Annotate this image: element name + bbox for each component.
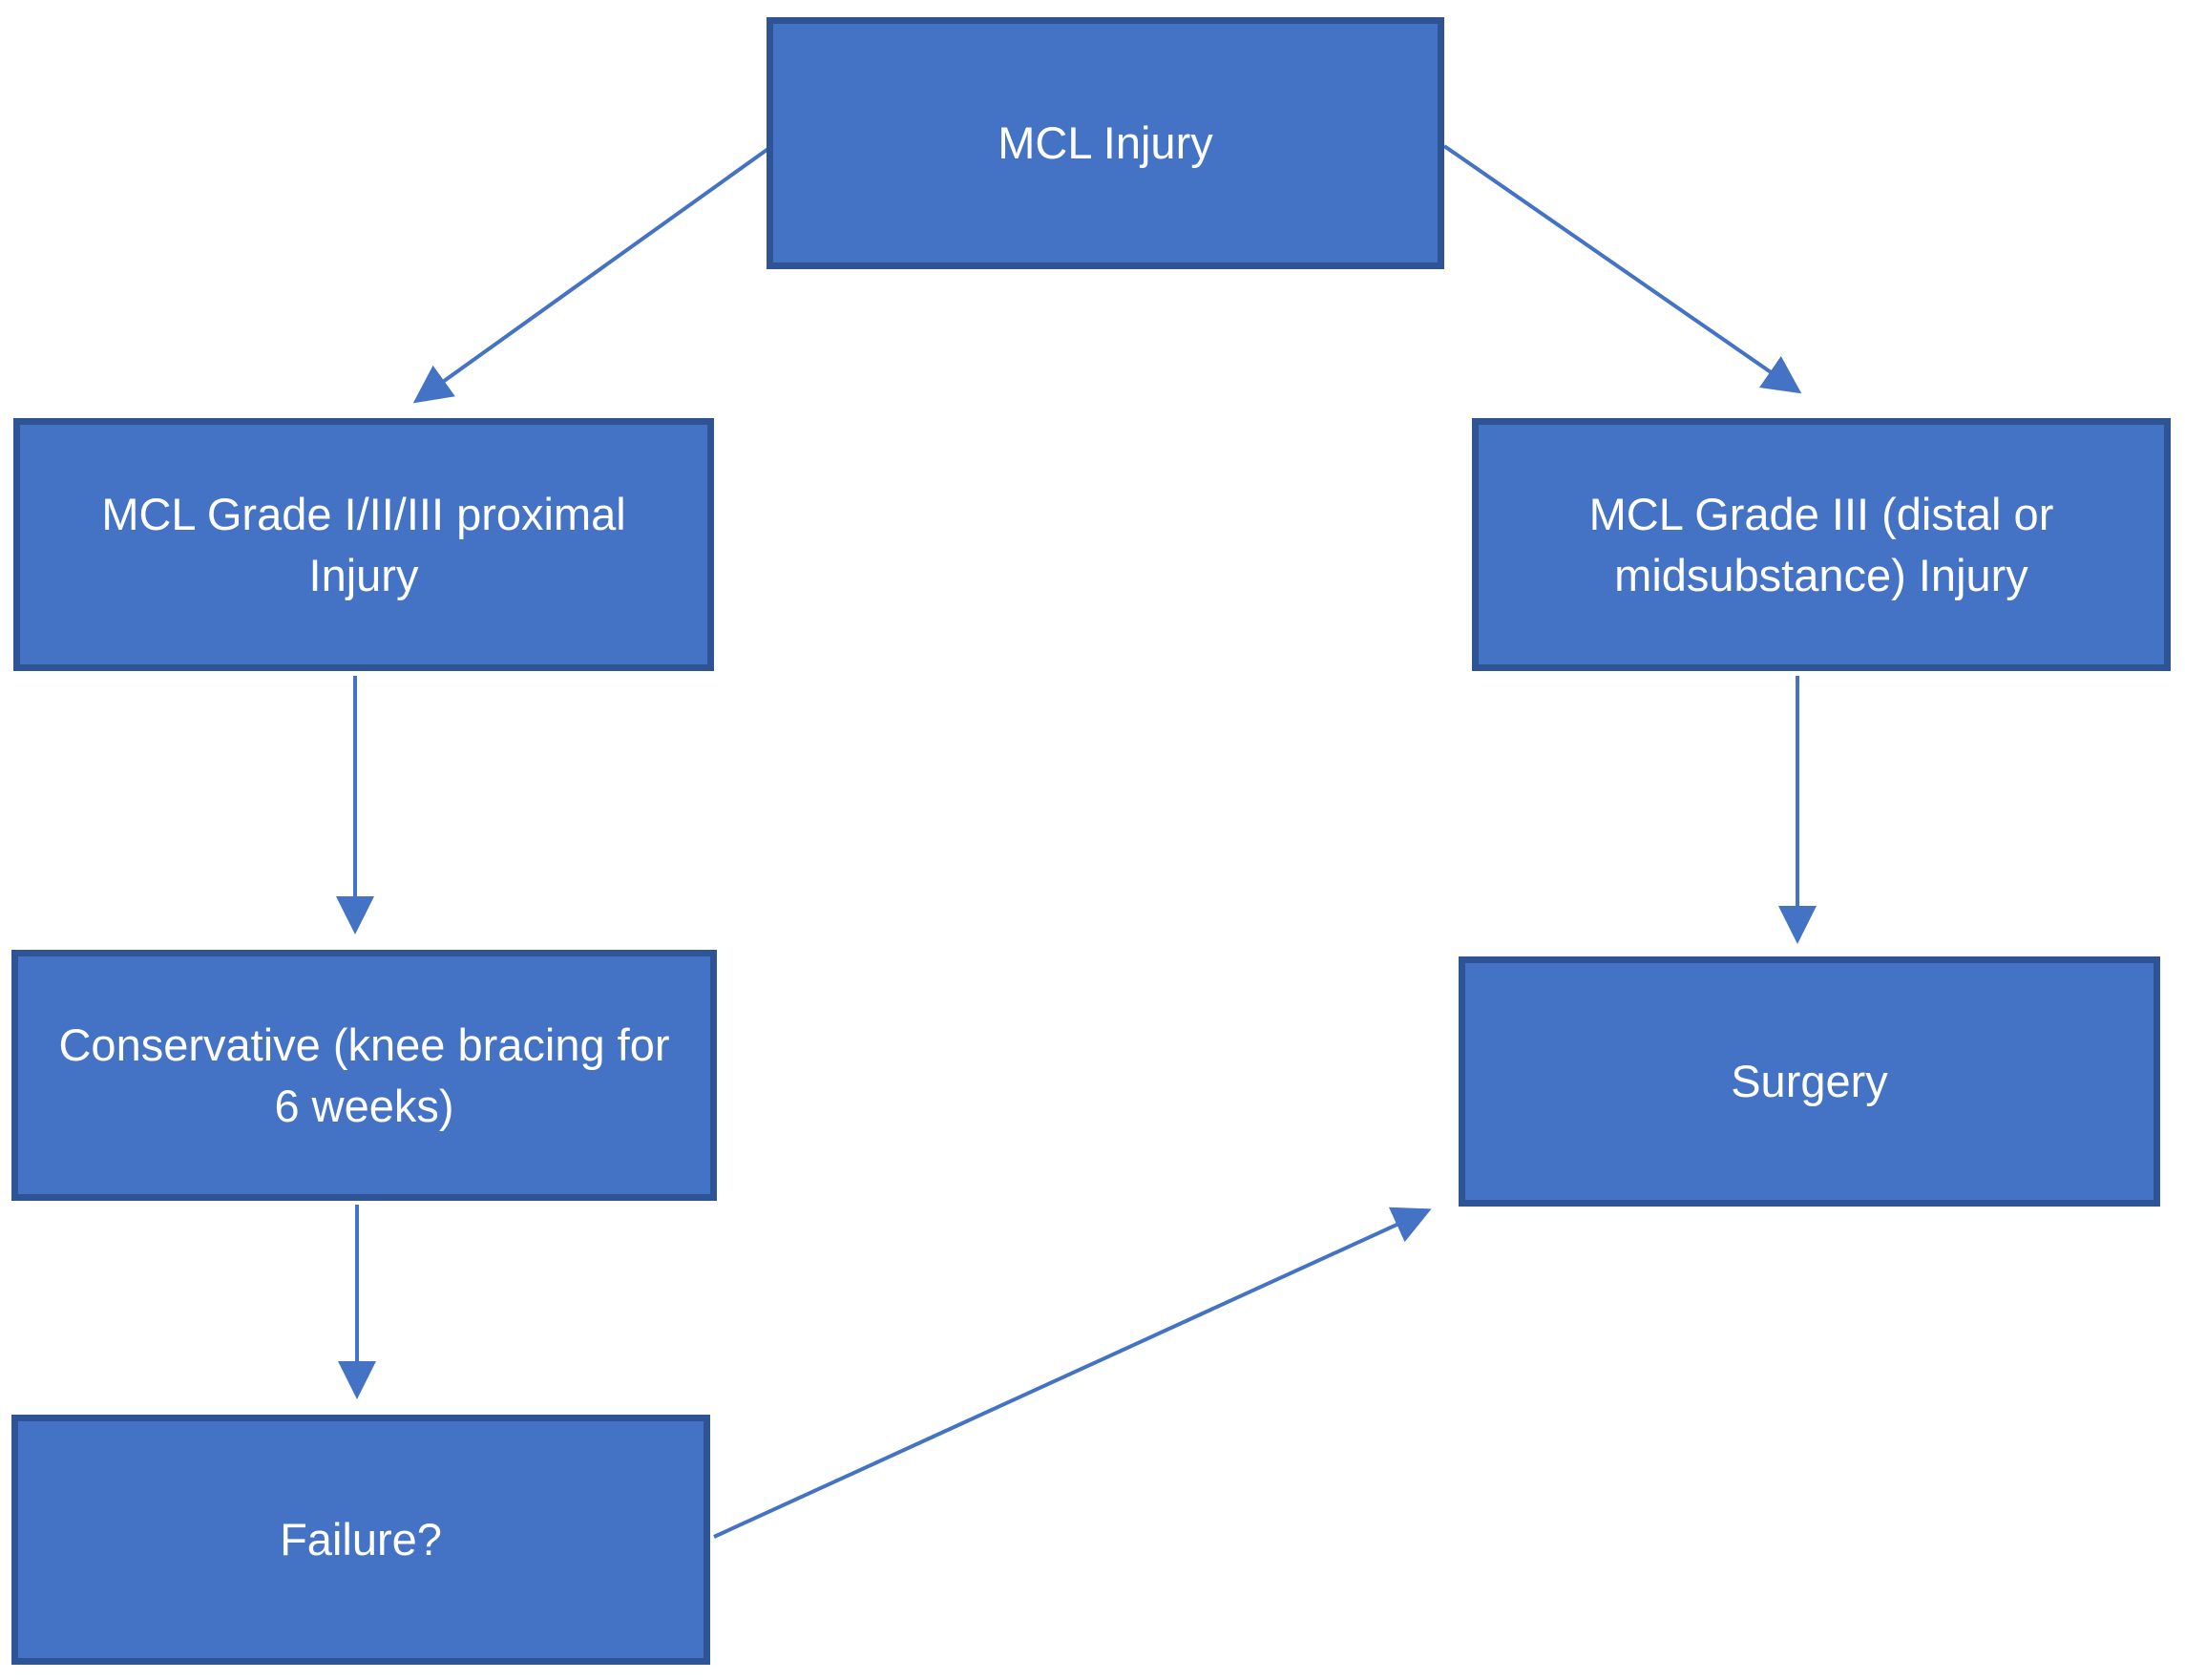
node-failure-label: Failure? — [280, 1514, 442, 1565]
node-mcl-injury-label: MCL Injury — [998, 117, 1213, 169]
node-conservative-treatment: Conservative (knee bracing for 6 weeks) — [11, 950, 717, 1201]
node-failure: Failure? — [11, 1415, 710, 1665]
node-conservative-treatment-label: Conservative (knee bracing for 6 weeks) — [58, 1019, 670, 1131]
edge-mclinjury-to-grade3 — [1442, 144, 1802, 394]
edge-mclinjury-to-proximal — [412, 146, 771, 404]
edge-failure-to-surgery — [713, 1207, 1432, 1539]
node-grade3-injury-label: MCL Grade III (distal or midsubstance) I… — [1588, 489, 2054, 600]
node-grade3-injury: MCL Grade III (distal or midsubstance) I… — [1472, 418, 2171, 671]
node-surgery: Surgery — [1459, 956, 2160, 1207]
node-mcl-injury: MCL Injury — [767, 17, 1444, 269]
node-proximal-injury-label: MCL Grade I/II/III proximal Injury — [101, 489, 626, 600]
node-proximal-injury: MCL Grade I/II/III proximal Injury — [13, 418, 714, 671]
node-surgery-label: Surgery — [1731, 1056, 1888, 1107]
